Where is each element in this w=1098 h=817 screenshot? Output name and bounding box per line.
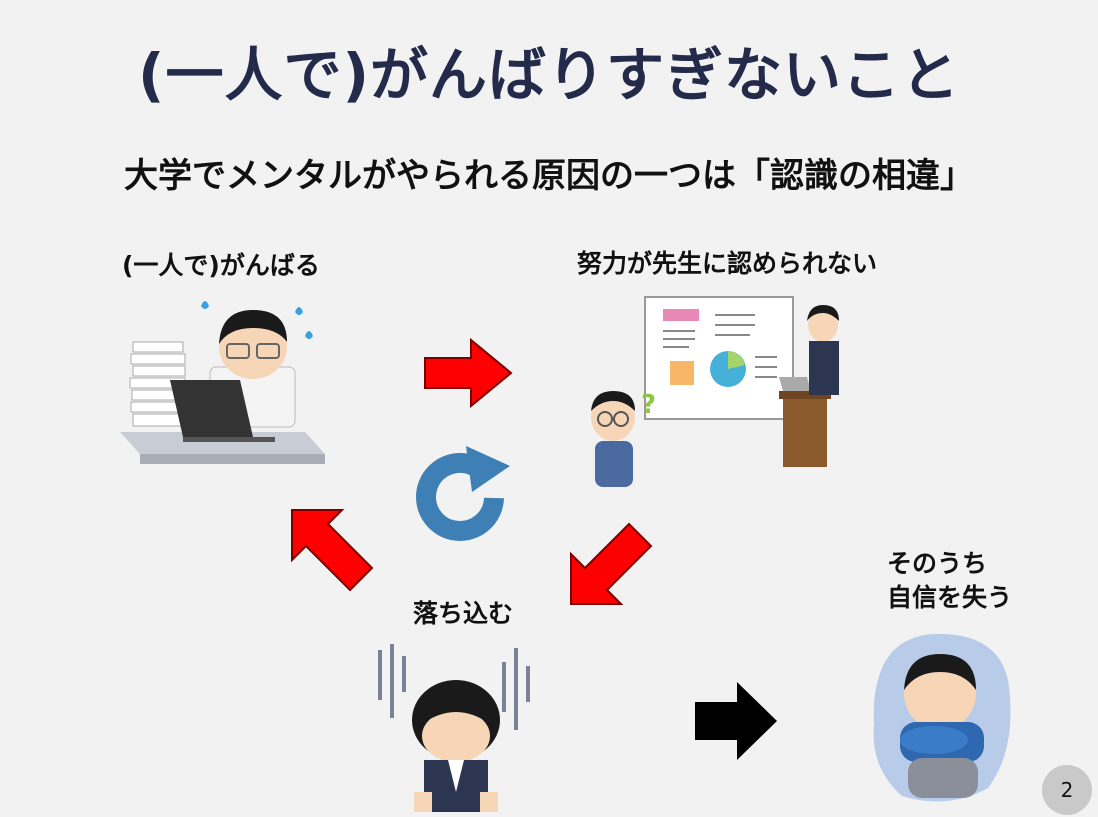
outcome-label-line2: 自信を失う (887, 583, 1013, 612)
lost-confidence-illustration (873, 633, 1011, 802)
page-number: 2 (1042, 765, 1092, 815)
cycle-refresh-icon (416, 446, 510, 541)
step-depressed-label: 落ち込む (413, 599, 514, 628)
step-working-hard-label: (一人で)がんばる (122, 251, 320, 280)
slide-title: (一人で)がんばりすぎないこと (137, 41, 961, 109)
outcome-label-line1: そのうち (887, 549, 988, 578)
working-hard-illustration (120, 301, 325, 464)
depressed-person-illustration (378, 644, 530, 812)
arrow-up-left-cycle (291, 509, 374, 592)
arrow-right-cycle (424, 337, 513, 409)
slide-subtitle: 大学でメンタルがやられる原因の一つは「認識の相違」 (124, 156, 974, 196)
question-mark-icon: ? (641, 390, 656, 420)
presentation-illustration: ? (591, 296, 839, 487)
arrow-right-outcome (695, 682, 777, 760)
step-not-recognized-label: 努力が先生に認められない (577, 249, 878, 278)
outcome-label: そのうち 自信を失う (887, 547, 1012, 615)
arrow-down-left-cycle (570, 522, 653, 605)
